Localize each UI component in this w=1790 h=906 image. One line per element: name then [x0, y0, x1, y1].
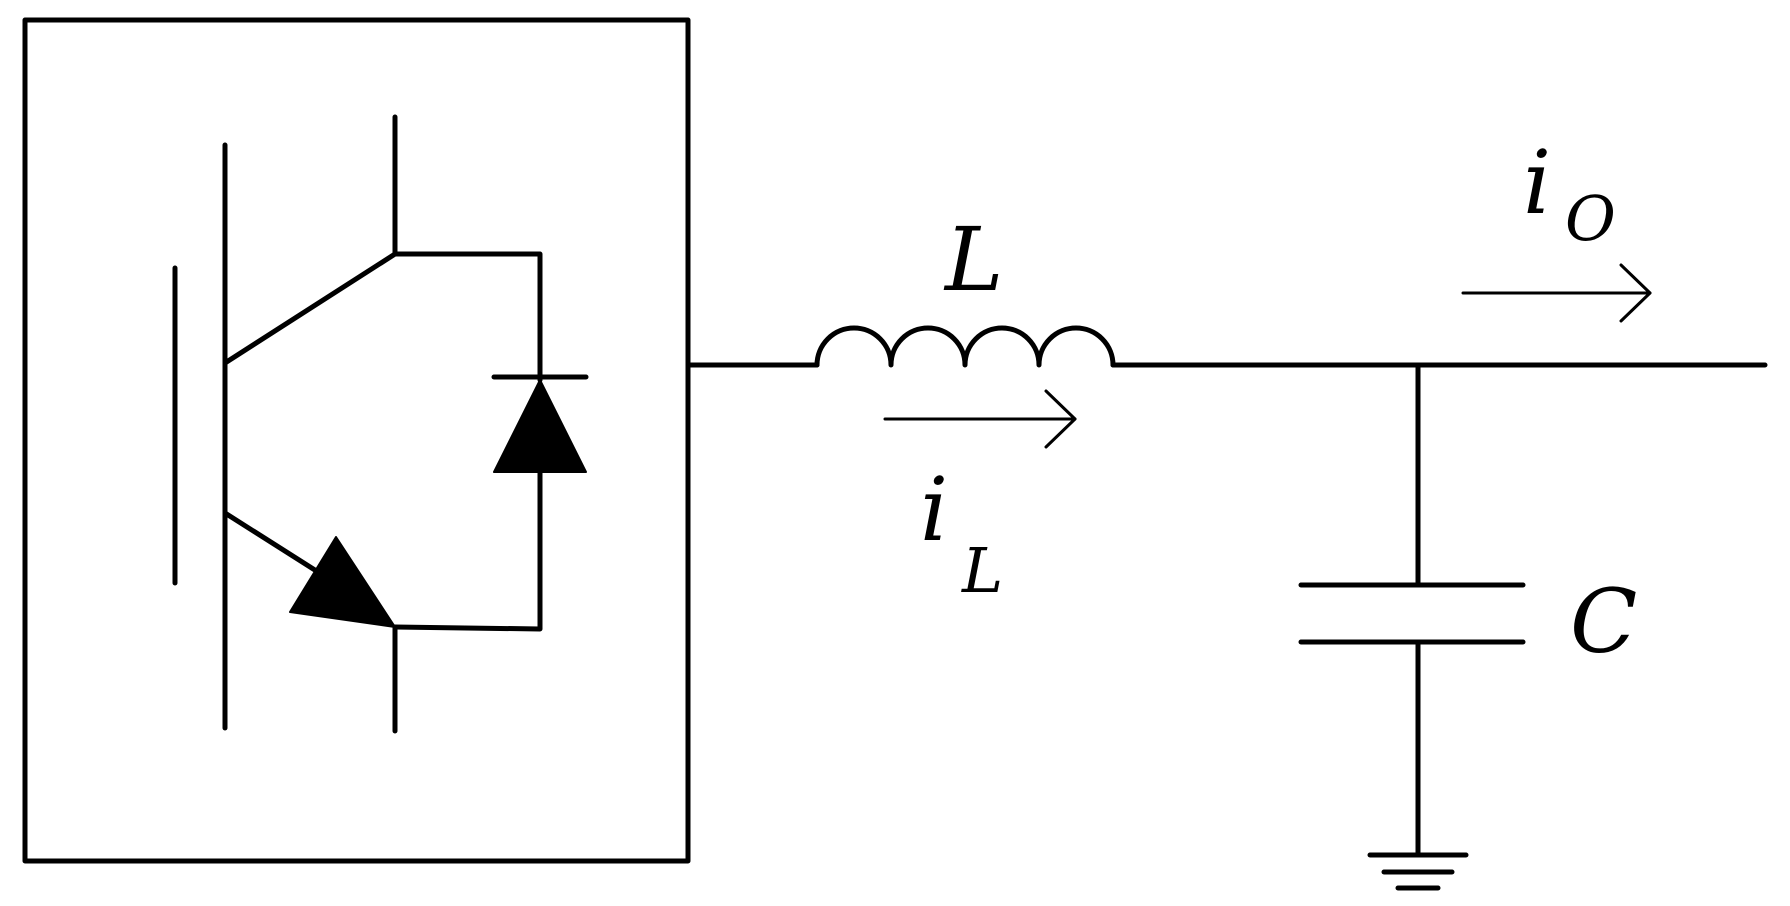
switch-module-box — [22, 17, 691, 864]
output-current-subscript: O — [1565, 182, 1616, 255]
igbt-emitter-diagonal — [222, 510, 321, 575]
output-current-symbol: i — [1523, 131, 1551, 234]
inductor-current-label: i L — [920, 458, 1003, 607]
capacitor-label: C — [1570, 570, 1637, 673]
diode-bottom-wire — [392, 467, 543, 632]
inductor-current-symbol: i — [920, 458, 948, 561]
inductor-current-subscript: L — [961, 534, 1003, 607]
inductor-current-arrow-icon — [883, 389, 1077, 449]
output-current-label: i O — [1523, 131, 1616, 255]
ground-icon — [1367, 852, 1469, 891]
igbt-icon — [172, 114, 398, 734]
capacitor-icon — [1298, 582, 1526, 645]
igbt-emitter-arrow-icon — [289, 536, 396, 628]
igbt-collector-diagonal — [222, 251, 398, 366]
diode-triangle — [493, 379, 587, 473]
diode-icon — [392, 251, 589, 632]
inductor-icon — [814, 325, 1116, 368]
diode-top-wire — [392, 251, 543, 383]
inductor-label: L — [943, 208, 1003, 311]
output-current-arrow-icon — [1461, 263, 1652, 323]
